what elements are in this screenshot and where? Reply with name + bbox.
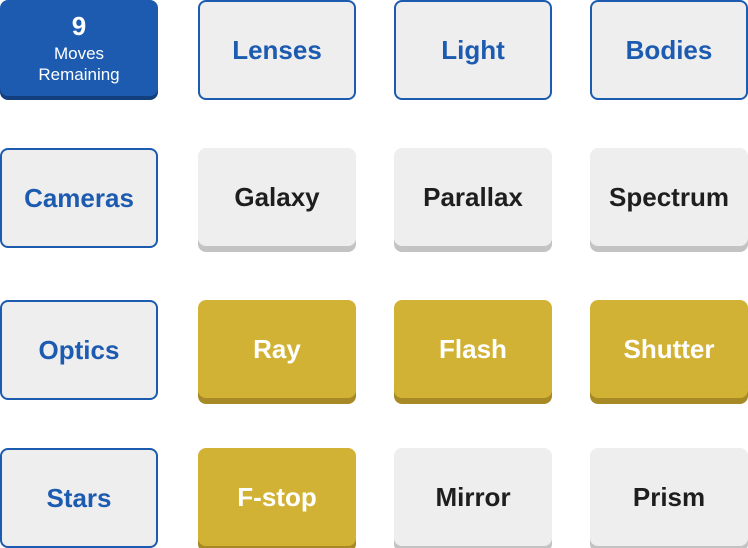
tile-bodies[interactable]: Bodies [590, 0, 748, 100]
tile-ray[interactable]: Ray [198, 300, 356, 398]
tile-light[interactable]: Light [394, 0, 552, 100]
tile-spectrum[interactable]: Spectrum [590, 148, 748, 246]
moves-label-line1: Moves [53, 43, 105, 63]
tile-mirror[interactable]: Mirror [394, 448, 552, 546]
tile-flash[interactable]: Flash [394, 300, 552, 398]
tile-shutter[interactable]: Shutter [590, 300, 748, 398]
tile-galaxy[interactable]: Galaxy [198, 148, 356, 246]
tile-optics[interactable]: Optics [0, 300, 158, 400]
tile-lenses[interactable]: Lenses [198, 0, 356, 100]
tile-cameras[interactable]: Cameras [0, 148, 158, 248]
moves-label-line2: Remaining [38, 64, 120, 84]
moves-count: 9 [71, 10, 87, 41]
tile-prism[interactable]: Prism [590, 448, 748, 546]
tile-parallax[interactable]: Parallax [394, 148, 552, 246]
tile-f-stop[interactable]: F-stop [198, 448, 356, 546]
moves-remaining-counter: 9 Moves Remaining [0, 0, 158, 96]
tile-stars[interactable]: Stars [0, 448, 158, 548]
